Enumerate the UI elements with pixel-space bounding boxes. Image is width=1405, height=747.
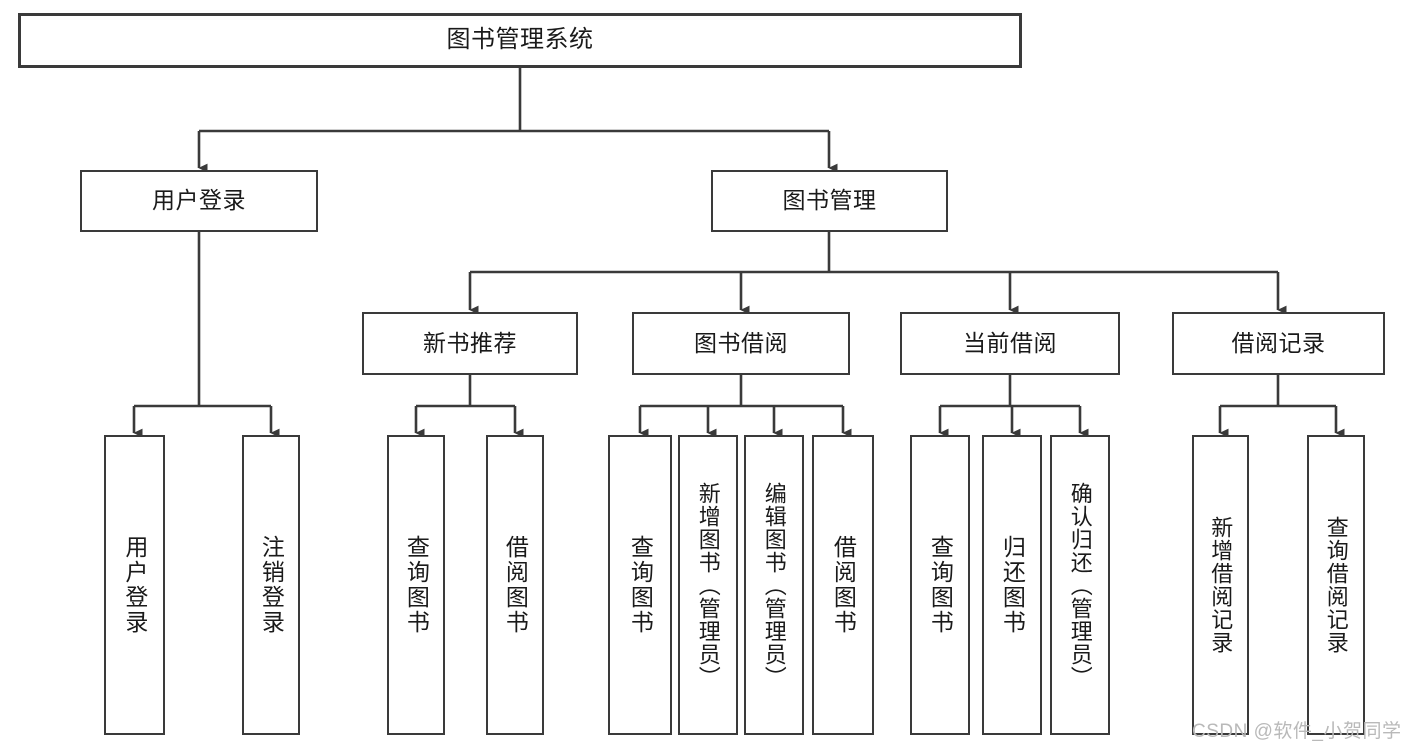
level3-node-label: 借阅记录 (1231, 329, 1326, 356)
leaf-node-label: 归还图书 (999, 535, 1026, 635)
level3-node-1[interactable]: 图书借阅 (632, 312, 850, 375)
level3-node-3[interactable]: 借阅记录 (1172, 312, 1385, 375)
leaf-node-4[interactable]: 查询图书 (608, 435, 672, 735)
leaf-node-12[interactable]: 查询借阅记录 (1307, 435, 1365, 735)
level2-node-label: 图书管理 (782, 187, 877, 214)
leaf-node-label: 查询图书 (403, 535, 430, 635)
root-node-label: 图书管理系统 (446, 26, 594, 54)
level2-node-label: 用户登录 (152, 187, 246, 214)
level3-node-label: 图书借阅 (694, 329, 788, 356)
leaf-node-label: 注销登录 (258, 535, 285, 635)
leaf-node-label: 编辑图书（管理员） (761, 481, 787, 689)
leaf-node-label: 新增借阅记录 (1208, 516, 1234, 654)
leaf-node-1[interactable]: 注销登录 (242, 435, 300, 735)
leaf-node-6[interactable]: 编辑图书（管理员） (744, 435, 804, 735)
leaf-node-0[interactable]: 用户登录 (104, 435, 165, 735)
level3-node-label: 新书推荐 (423, 329, 517, 356)
leaf-node-label: 用户登录 (121, 535, 148, 635)
root-node[interactable]: 图书管理系统 (18, 13, 1022, 68)
leaf-node-label: 借阅图书 (830, 535, 857, 635)
leaf-node-label: 查询图书 (927, 535, 954, 635)
watermark-text: CSDN @软件_小贺同学 (1192, 721, 1402, 742)
level3-node-2[interactable]: 当前借阅 (900, 312, 1120, 375)
leaf-node-9[interactable]: 归还图书 (982, 435, 1042, 735)
level3-node-label: 当前借阅 (963, 329, 1057, 356)
level2-node-1[interactable]: 图书管理 (711, 170, 948, 232)
leaf-node-label: 新增图书（管理员） (695, 481, 721, 689)
leaf-node-3[interactable]: 借阅图书 (486, 435, 544, 735)
leaf-node-8[interactable]: 查询图书 (910, 435, 970, 735)
level2-node-0[interactable]: 用户登录 (80, 170, 318, 232)
leaf-node-label: 借阅图书 (502, 535, 529, 635)
leaf-node-5[interactable]: 新增图书（管理员） (678, 435, 738, 735)
leaf-node-label: 查询图书 (627, 535, 654, 635)
level3-node-0[interactable]: 新书推荐 (362, 312, 578, 375)
leaf-node-7[interactable]: 借阅图书 (812, 435, 874, 735)
edges (132, 68, 1345, 438)
leaf-node-label: 确认归还（管理员） (1067, 481, 1093, 689)
leaf-node-11[interactable]: 新增借阅记录 (1192, 435, 1249, 735)
leaf-node-10[interactable]: 确认归还（管理员） (1050, 435, 1110, 735)
leaf-node-2[interactable]: 查询图书 (387, 435, 445, 735)
leaf-node-label: 查询借阅记录 (1323, 516, 1349, 654)
